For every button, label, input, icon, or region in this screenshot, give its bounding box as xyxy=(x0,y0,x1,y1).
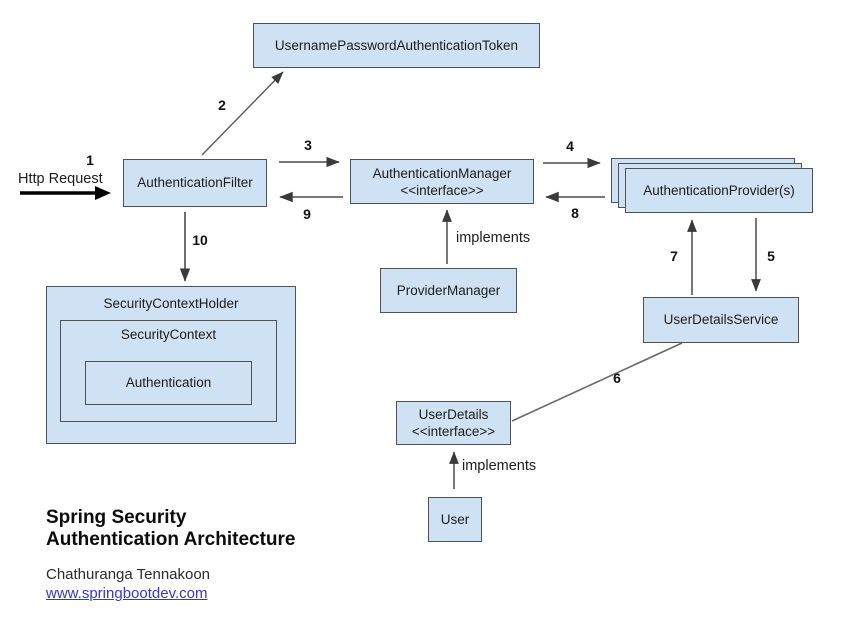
box-label: UserDetailsService xyxy=(663,312,779,327)
box-label: User xyxy=(440,511,470,527)
diagram-title-line2: Authentication Architecture xyxy=(46,529,296,550)
box-label: SecurityContext xyxy=(120,327,217,342)
step-4-label: 4 xyxy=(566,138,574,154)
diagram-title-line1: Spring Security xyxy=(46,507,187,528)
stereotype-label: <<interface>> xyxy=(400,182,484,198)
implements-label-provider-manager: implements xyxy=(456,230,531,246)
step-9-label: 9 xyxy=(303,206,311,222)
box-label: ProviderManager xyxy=(396,282,501,298)
box-label: AuthenticationProvider(s) xyxy=(643,182,795,198)
step-3-label: 3 xyxy=(304,137,312,153)
step-6-label: 6 xyxy=(613,370,621,386)
box-label: SecurityContextHolder xyxy=(103,296,239,311)
website-link[interactable]: www.springbootdev.com xyxy=(46,585,208,602)
box-user: User xyxy=(428,497,482,542)
box-provider-manager: ProviderManager xyxy=(380,268,517,313)
box-label: AuthenticationManager xyxy=(372,165,512,181)
line-step-6 xyxy=(511,342,683,422)
box-label: UserDetails xyxy=(418,407,489,422)
step-5-label: 5 xyxy=(767,248,775,264)
box-authentication-providers: AuthenticationProvider(s) xyxy=(625,168,813,213)
box-label: AuthenticationFilter xyxy=(137,175,253,190)
box-label: UsernamePasswordAuthenticationToken xyxy=(274,37,519,53)
implements-label-user: implements xyxy=(462,458,537,474)
diagram-title: Spring Security Authentication Architect… xyxy=(46,507,296,551)
box-user-details-service: UserDetailsService xyxy=(643,297,799,343)
step-1-label: 1 xyxy=(86,152,94,168)
step-10-label: 10 xyxy=(192,232,208,248)
box-security-context-holder: SecurityContextHolder SecurityContext Au… xyxy=(46,286,296,444)
http-request-label: Http Request xyxy=(18,171,103,187)
box-user-details: UserDetails <<interface>> xyxy=(396,401,511,445)
arrow-step-2 xyxy=(201,71,284,156)
stereotype-label: <<interface>> xyxy=(411,424,496,439)
step-2-label: 2 xyxy=(218,97,226,113)
step-8-label: 8 xyxy=(571,205,579,221)
box-security-context: SecurityContext Authentication xyxy=(60,320,277,422)
box-username-password-authentication-token: UsernamePasswordAuthenticationToken xyxy=(253,23,540,68)
box-authentication-filter: AuthenticationFilter xyxy=(123,159,267,207)
box-label: Authentication xyxy=(125,375,212,390)
step-7-label: 7 xyxy=(670,248,678,264)
author-name: Chathuranga Tennakoon xyxy=(46,566,211,583)
box-authentication-manager: AuthenticationManager <<interface>> xyxy=(350,159,534,204)
box-authentication: Authentication xyxy=(85,361,252,405)
